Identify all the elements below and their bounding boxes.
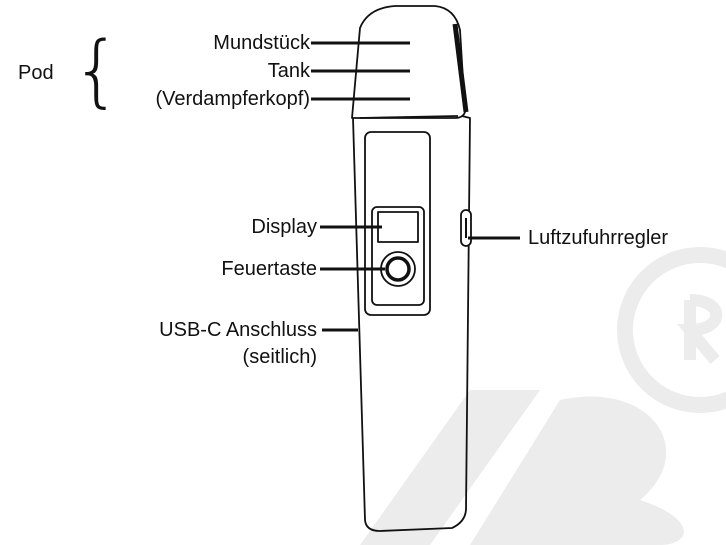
display-frame: [371, 206, 425, 306]
pod-outline: [351, 5, 466, 119]
label-usb-port-line2: (seitlich): [242, 346, 317, 368]
label-display: Display: [251, 216, 317, 238]
label-usb-port-line1: USB-C Anschluss: [159, 319, 317, 341]
label-airflow: Luftzufuhrregler: [528, 227, 669, 249]
label-pod: Pod: [18, 62, 54, 84]
pod-edge: [359, 115, 459, 119]
pod-side-shading: [452, 23, 469, 113]
label-tank: Tank: [267, 60, 310, 82]
label-fire-button: Feuertaste: [221, 258, 317, 280]
front-panel: [364, 131, 431, 316]
display-screen: [377, 211, 419, 243]
watermark: [360, 247, 726, 545]
fire-button-inner: [385, 256, 411, 282]
pod-brace-icon: {: [72, 26, 122, 116]
label-mouthpiece: Mundstück: [213, 32, 310, 54]
label-coil: (Verdampferkopf): [155, 88, 310, 110]
leader-lines: [311, 41, 520, 332]
